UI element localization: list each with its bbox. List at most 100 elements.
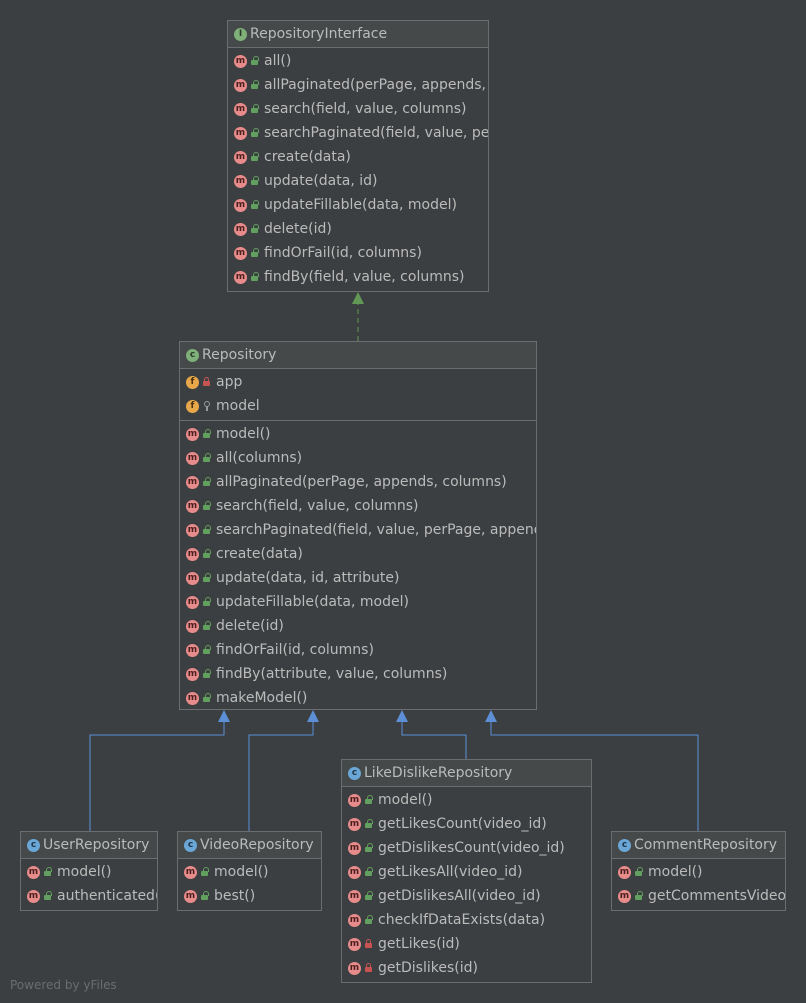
public-lock-icon <box>634 867 643 877</box>
method-row[interactable]: m getDislikesCount(video_id) <box>342 836 591 860</box>
public-lock-icon <box>200 891 209 901</box>
method-name: getCommentsVideo() <box>648 888 786 904</box>
method-icon: m <box>618 889 631 903</box>
node-title: UserRepository <box>43 837 150 853</box>
method-icon: m <box>348 961 361 975</box>
method-name: getLikes(id) <box>378 936 460 952</box>
public-lock-icon <box>250 176 259 186</box>
public-lock-icon <box>202 525 211 535</box>
method-name: getDislikesCount(video_id) <box>378 840 565 856</box>
node-header: c Repository <box>180 342 536 369</box>
method-name: search(field, value, columns) <box>264 101 467 117</box>
method-icon: m <box>27 865 40 879</box>
method-name: model() <box>214 864 269 880</box>
method-icon: m <box>348 913 361 927</box>
method-icon: m <box>186 475 199 489</box>
node-header: c LikeDislikeRepository <box>342 760 591 787</box>
method-name: allPaginated(perPage, appends, columns) <box>264 77 488 93</box>
node-title: Repository <box>202 347 277 363</box>
method-icon: m <box>618 865 631 879</box>
method-row[interactable]: m getCommentsVideo() <box>612 884 785 908</box>
public-lock-icon <box>202 501 211 511</box>
public-lock-icon <box>364 915 373 925</box>
method-icon: m <box>348 889 361 903</box>
method-row[interactable]: m authenticated() <box>21 884 157 908</box>
method-name: authenticated() <box>57 888 158 904</box>
method-icon: m <box>186 451 199 465</box>
comment-repository-node[interactable]: c CommentRepository m model() m getComment… <box>611 831 786 911</box>
abstract-class-icon: c <box>186 348 199 362</box>
inheritance-arrowhead-likedislike <box>396 710 408 722</box>
method-row[interactable]: m model() <box>612 860 785 884</box>
abstract-method-icon: m <box>234 246 247 260</box>
abstract-method-icon: m <box>234 78 247 92</box>
method-name: update(data, id) <box>264 173 378 189</box>
public-lock-icon <box>250 200 259 210</box>
method-row[interactable]: m all(columns) <box>180 446 536 470</box>
public-lock-icon <box>250 224 259 234</box>
node-header: c VideoRepository <box>178 832 321 859</box>
public-lock-icon <box>250 104 259 114</box>
method-name: model() <box>648 864 703 880</box>
method-icon: m <box>184 889 197 903</box>
field-name: app <box>216 374 243 390</box>
node-title: VideoRepository <box>200 837 314 853</box>
private-lock-icon <box>202 377 211 387</box>
public-lock-icon <box>202 549 211 559</box>
method-icon: m <box>27 889 40 903</box>
method-name: model() <box>378 792 433 808</box>
method-icon: m <box>348 817 361 831</box>
method-icon: m <box>348 841 361 855</box>
class-icon: c <box>348 766 361 780</box>
node-header: c CommentRepository <box>612 832 785 859</box>
method-icon: m <box>186 595 199 609</box>
method-name: all(columns) <box>216 450 303 466</box>
abstract-method-icon: m <box>234 222 247 236</box>
method-row[interactable]: m allPaginated(perPage, appends, columns) <box>228 73 488 97</box>
public-lock-icon <box>250 128 259 138</box>
method-name: update(data, id, attribute) <box>216 570 400 586</box>
method-icon: m <box>186 499 199 513</box>
